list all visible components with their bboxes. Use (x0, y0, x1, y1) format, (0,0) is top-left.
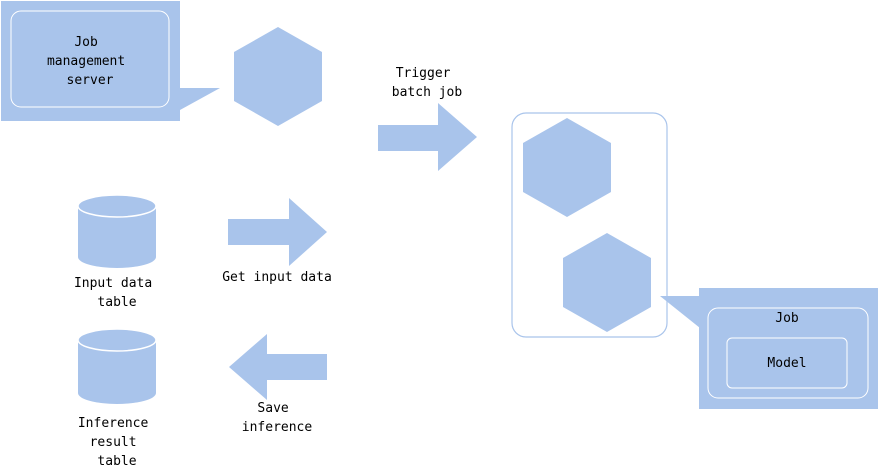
get-input-data-arrow: Get input data (222, 198, 332, 285)
input-table-cylinder-top (77, 194, 157, 218)
save-label: Save inference (242, 401, 313, 435)
job-management-server-callout: Job management server (1, 1, 220, 121)
job-server-callout-pointer (170, 88, 220, 110)
job-server-label-line-1: Job (74, 35, 98, 50)
model-label: Model (767, 356, 806, 371)
job-server-hexagon (234, 27, 322, 126)
input-table-label-line-2: table (97, 295, 136, 310)
result-table-label-line-3: table (97, 454, 136, 469)
batch-hexagon-bottom (563, 233, 651, 332)
trigger-label-line-2: batch job (392, 85, 463, 100)
job-server-panel (1, 1, 180, 121)
get-input-label-line-1: Get input data (222, 270, 332, 285)
job-callout-pointer (660, 296, 705, 328)
save-inference-arrow: Save inference (229, 334, 327, 435)
trigger-label-line-1: Trigger (396, 66, 451, 81)
batch-hexagon-top (523, 118, 611, 217)
job-server-inner-box (10, 10, 170, 108)
batch-job-group (511, 112, 668, 338)
job-label: Job (775, 311, 799, 326)
left-arrow-save (229, 334, 327, 400)
job-server-label-line-3: server (67, 73, 114, 88)
trigger-batch-job-arrow: Trigger batch job (378, 66, 477, 171)
job-callout: Job Model (660, 288, 878, 409)
inference-result-table: Inference result table (77, 328, 157, 469)
trigger-label: Trigger batch job (392, 66, 463, 100)
input-table-label-line-1: Input data (74, 276, 152, 291)
get-input-label: Get input data (222, 270, 332, 285)
save-label-line-2: inference (242, 420, 313, 435)
result-table-label-line-2: result (90, 435, 137, 450)
job-inner-box (707, 307, 869, 399)
batch-job-group-box (511, 112, 668, 338)
input-data-table: Input data table (74, 194, 160, 310)
result-table-label: Inference result table (78, 416, 156, 469)
job-server-label-line-2: management (47, 54, 125, 69)
input-table-label: Input data table (74, 276, 160, 310)
right-arrow-get-input (228, 198, 327, 266)
model-box (726, 337, 848, 389)
save-label-line-1: Save (257, 401, 288, 416)
job-server-label: Job management server (47, 35, 133, 88)
input-table-cylinder-body (78, 206, 156, 268)
job-panel (699, 288, 878, 409)
right-arrow-trigger (378, 103, 477, 171)
result-table-label-line-1: Inference (78, 416, 149, 431)
result-table-cylinder-top (77, 328, 157, 352)
result-table-cylinder-body (78, 340, 156, 404)
